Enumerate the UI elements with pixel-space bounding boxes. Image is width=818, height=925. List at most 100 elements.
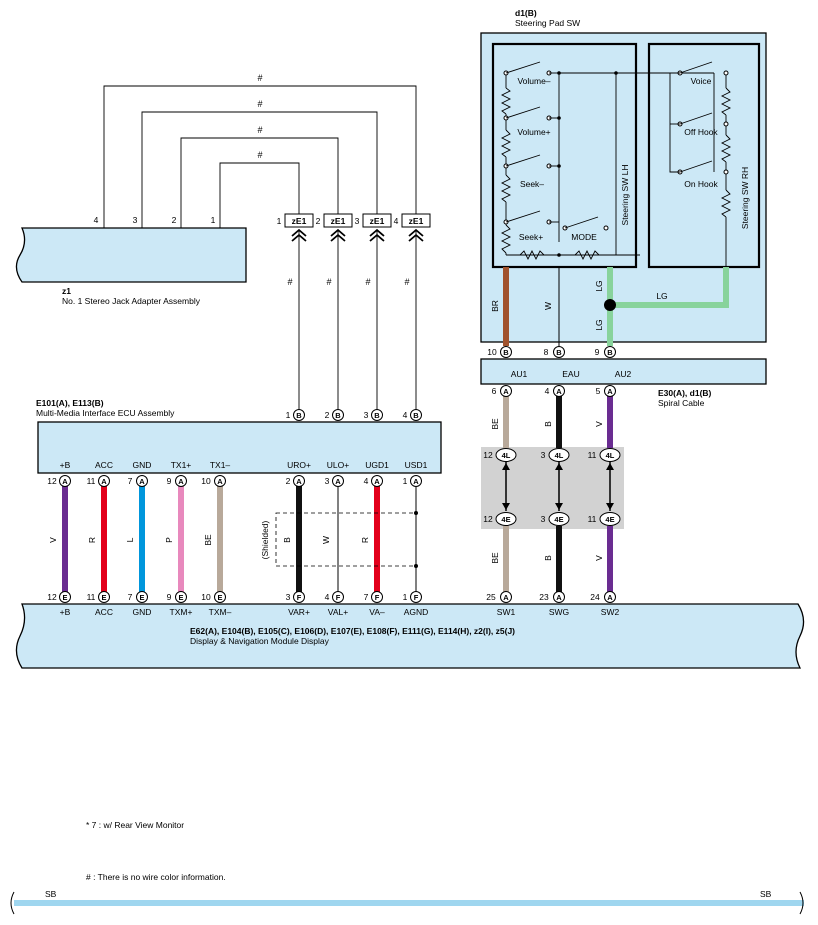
svg-text:B: B <box>374 411 380 420</box>
svg-text:4L: 4L <box>606 451 615 460</box>
ecu-wire-colors: V R L P BE B W R <box>48 534 370 546</box>
svg-text:F: F <box>375 593 380 602</box>
svg-text:A: A <box>139 477 145 486</box>
stereo-jack-pin: 3 <box>133 215 138 225</box>
ecu-terminal-labels: +B ACC GND TX1+ TX1– URO+ ULO+ UGD1 USD1 <box>60 460 428 470</box>
no-info-mark: # <box>257 73 262 83</box>
svg-text:4: 4 <box>403 410 408 420</box>
svg-text:BE: BE <box>490 552 500 564</box>
svg-text:3: 3 <box>286 592 291 602</box>
svg-text:B: B <box>413 411 419 420</box>
svg-text:A: A <box>503 593 509 602</box>
svg-text:11: 11 <box>87 592 96 602</box>
svg-text:10: 10 <box>201 592 211 602</box>
svg-text:ULO+: ULO+ <box>327 460 349 470</box>
svg-text:B: B <box>556 348 562 357</box>
svg-text:ACC: ACC <box>95 607 113 617</box>
svg-text:GND: GND <box>133 460 152 470</box>
svg-text:A: A <box>296 477 302 486</box>
svg-text:9: 9 <box>167 592 172 602</box>
svg-text:12: 12 <box>483 450 493 460</box>
svg-text:SW2: SW2 <box>601 607 620 617</box>
ecu-display-wires: (Shielded) <box>62 481 418 597</box>
svg-text:V: V <box>48 537 58 543</box>
ze1-pin: 3 <box>355 216 360 226</box>
svg-text:A: A <box>217 477 223 486</box>
note-no-wire-color: # : There is no wire color information. <box>86 872 226 882</box>
wire-color-lg: LG <box>656 291 667 301</box>
note-rear-view-monitor: * 7 : w/ Rear View Monitor <box>86 820 184 830</box>
svg-text:4E: 4E <box>501 515 510 524</box>
svg-text:SW1: SW1 <box>497 607 516 617</box>
svg-text:GND: GND <box>133 607 152 617</box>
stereo-jack-pin: 4 <box>94 215 99 225</box>
svg-text:11: 11 <box>588 514 597 524</box>
svg-text:E: E <box>101 593 106 602</box>
svg-text:7: 7 <box>128 592 133 602</box>
svg-text:A: A <box>335 477 341 486</box>
switch-volume-plus: Volume+ <box>517 127 550 137</box>
svg-text:6: 6 <box>492 386 497 396</box>
wire-color-lg: LG <box>594 319 604 330</box>
spiral-cable-name: Spiral Cable <box>658 398 705 408</box>
no-info-mark: # <box>326 277 331 287</box>
svg-text:4L: 4L <box>555 451 564 460</box>
svg-text:A: A <box>374 477 380 486</box>
steering-pad-pins: 10 B 8 B 9 B <box>487 346 616 358</box>
spiral-term-au2: AU2 <box>615 369 632 379</box>
svg-text:1: 1 <box>403 592 408 602</box>
svg-text:4E: 4E <box>554 515 563 524</box>
svg-text:B: B <box>543 421 553 427</box>
display-box <box>15 603 805 669</box>
svg-text:4L: 4L <box>502 451 511 460</box>
switch-volume-minus: Volume– <box>517 76 550 86</box>
svg-text:24: 24 <box>590 592 600 602</box>
svg-text:B: B <box>296 411 302 420</box>
ecu-box <box>37 421 442 474</box>
spiral-lower-pins: 6 A 4 A 5 A <box>492 385 616 397</box>
shielded-label: (Shielded) <box>260 520 270 559</box>
svg-text:F: F <box>336 593 341 602</box>
svg-text:SWG: SWG <box>549 607 569 617</box>
ze1-label: zE1 <box>370 216 385 226</box>
svg-text:TXM+: TXM+ <box>170 607 193 617</box>
svg-text:1: 1 <box>403 476 408 486</box>
svg-text:TX1–: TX1– <box>210 460 231 470</box>
lh-switch-ladder <box>500 61 714 261</box>
svg-text:TXM–: TXM– <box>209 607 232 617</box>
steering-pad-code: d1(B) <box>515 8 537 18</box>
wire-color-br: BR <box>490 300 500 312</box>
svg-text:B: B <box>335 411 341 420</box>
svg-text:A: A <box>607 593 613 602</box>
svg-text:3: 3 <box>364 410 369 420</box>
ecu-bottom-pins: 12 A 11 A 7 A 9 A 10 A 2 A 3 A 4 A 1 A <box>47 475 422 487</box>
spiral-wire-colors: BE B V BE B V <box>490 418 604 564</box>
svg-text:3: 3 <box>325 476 330 486</box>
svg-text:2: 2 <box>286 476 291 486</box>
svg-text:F: F <box>414 593 419 602</box>
ze1-label: zE1 <box>331 216 346 226</box>
spiral-term-au1: AU1 <box>511 369 528 379</box>
svg-text:A: A <box>62 477 68 486</box>
svg-text:E: E <box>217 593 222 602</box>
stereo-jack-code: z1 <box>62 286 71 296</box>
ze1-pin: 1 <box>277 216 282 226</box>
svg-text:+B: +B <box>60 460 71 470</box>
svg-text:A: A <box>607 387 613 396</box>
no-info-mark: # <box>257 150 262 160</box>
steering-sw-lh-label: Steering SW LH <box>620 165 630 226</box>
svg-text:12: 12 <box>47 476 57 486</box>
svg-text:URO+: URO+ <box>287 460 311 470</box>
svg-text:2: 2 <box>325 410 330 420</box>
steering-sw-rh-box <box>647 42 761 269</box>
switch-mode: MODE <box>571 232 597 242</box>
spiral-cable-box <box>480 358 767 385</box>
svg-text:A: A <box>101 477 107 486</box>
rh-switch-ladder <box>669 61 732 267</box>
stereo-jack-wires: # # # # <box>103 73 417 228</box>
svg-text:1: 1 <box>286 410 291 420</box>
switch-off-hook: Off Hook <box>684 127 718 137</box>
ze1-connectors: zE1 zE1 zE1 zE1 1 2 3 4 # # # # <box>277 213 431 409</box>
svg-text:VAR+: VAR+ <box>288 607 310 617</box>
